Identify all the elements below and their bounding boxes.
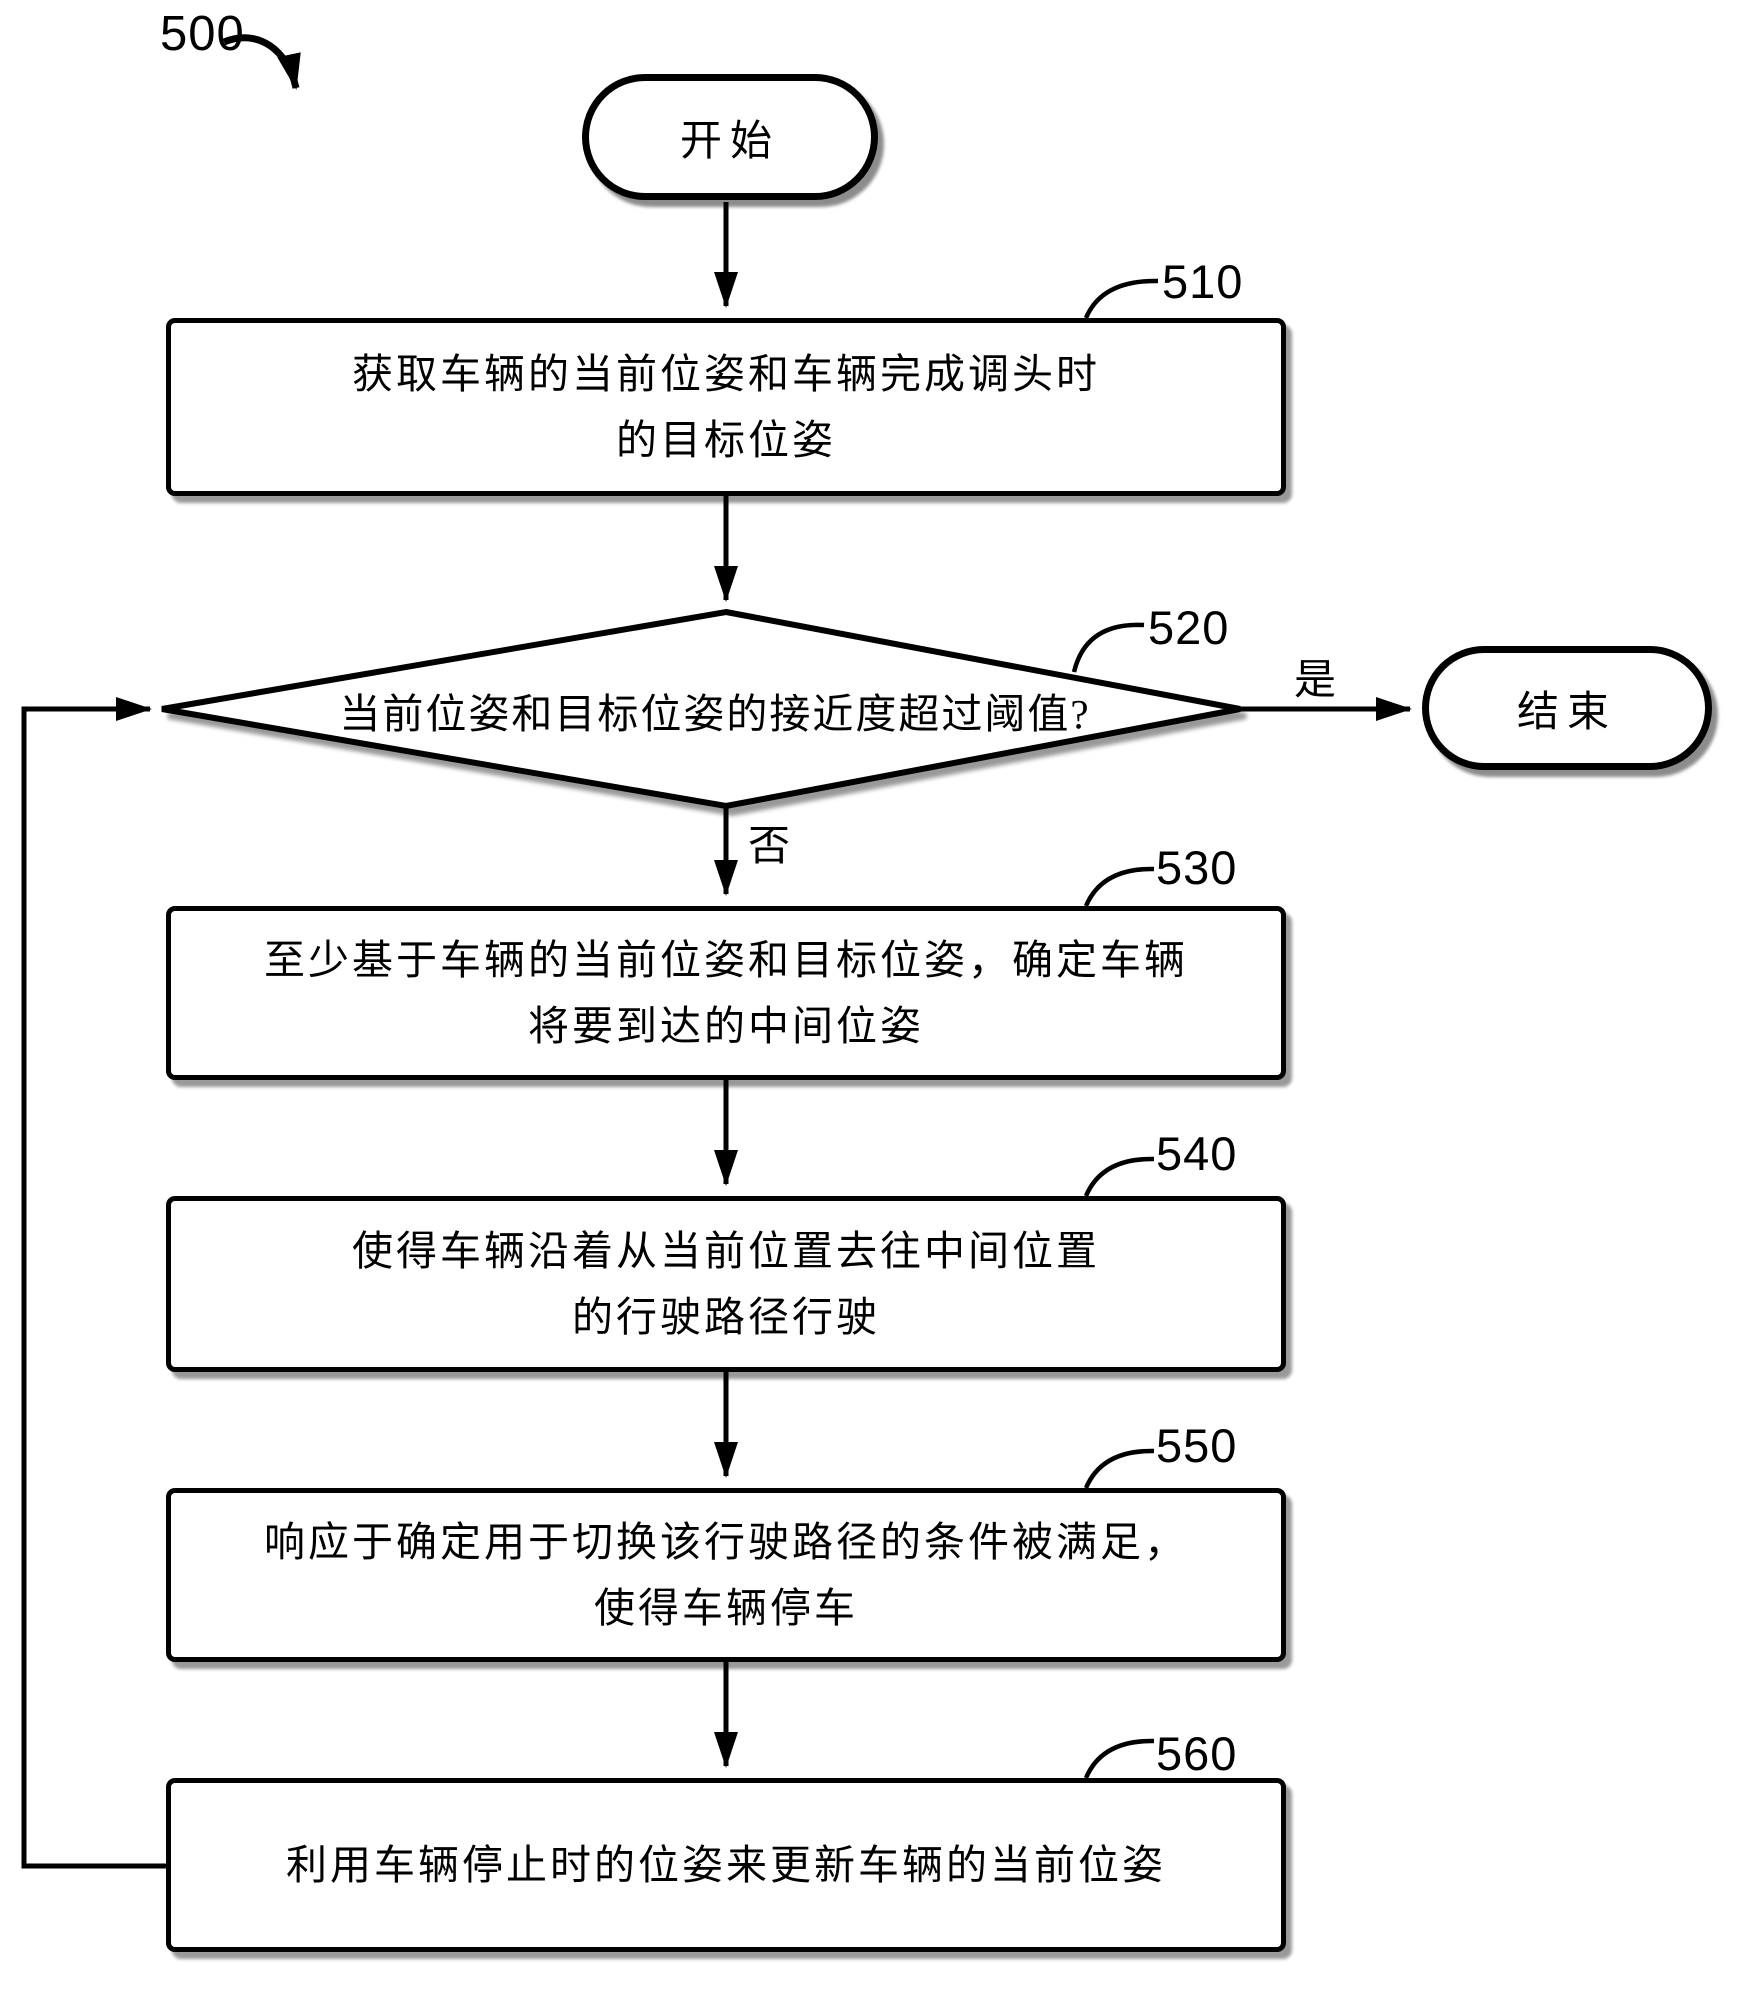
ref-label-510: 510	[1162, 255, 1244, 308]
no-branch-label: 否	[748, 824, 791, 870]
process-box-540: 使得车辆沿着从当前位置去往中间位置 的行驶路径行驶	[166, 1196, 1286, 1372]
leader-540	[1083, 1156, 1155, 1197]
yes-branch-label: 是	[1294, 658, 1337, 704]
leader-510	[1083, 278, 1159, 319]
end-terminal-label: 结束	[1516, 689, 1617, 736]
process-540-line1: 使得车辆沿着从当前位置去往中间位置	[352, 1228, 1100, 1274]
ref-label-530: 530	[1156, 841, 1238, 894]
leader-560	[1083, 1738, 1155, 1779]
figure-label-arrow	[222, 34, 301, 90]
process-540-line2: 的行驶路径行驶	[572, 1294, 880, 1340]
process-530-line1: 至少基于车辆的当前位姿和目标位姿，确定车辆	[264, 937, 1188, 983]
process-510-line1: 获取车辆的当前位姿和车辆完成调头时	[352, 351, 1100, 397]
start-terminal-label: 开始	[679, 118, 780, 165]
process-560-line1: 利用车辆停止时的位姿来更新车辆的当前位姿	[286, 1842, 1166, 1888]
start-terminal: 开始	[582, 74, 878, 200]
leader-550	[1083, 1448, 1155, 1489]
decision-520-text: 当前位姿和目标位姿的接近度超过阈值?	[339, 691, 1091, 737]
process-box-510: 获取车辆的当前位姿和车辆完成调头时 的目标位姿	[166, 318, 1286, 496]
process-550-line2: 使得车辆停车	[594, 1585, 858, 1631]
ref-label-550: 550	[1156, 1419, 1238, 1472]
ref-label-540: 540	[1156, 1127, 1238, 1180]
process-510-line2: 的目标位姿	[616, 417, 836, 463]
figure-number-label: 500	[160, 7, 245, 61]
leader-530	[1083, 866, 1155, 907]
process-box-560: 利用车辆停止时的位姿来更新车辆的当前位姿	[166, 1778, 1286, 1952]
ref-label-560: 560	[1156, 1727, 1238, 1780]
decision-diamond-520	[161, 608, 1241, 810]
end-terminal: 结束	[1422, 646, 1712, 770]
leader-520	[1071, 622, 1145, 673]
arrow-560-loop-to-520	[21, 697, 166, 1869]
process-box-530: 至少基于车辆的当前位姿和目标位姿，确定车辆 将要到达的中间位姿	[166, 906, 1286, 1080]
ref-label-520: 520	[1148, 601, 1230, 654]
process-box-550: 响应于确定用于切换该行驶路径的条件被满足， 使得车辆停车	[166, 1488, 1286, 1662]
process-530-line2: 将要到达的中间位姿	[528, 1003, 924, 1049]
process-550-line1: 响应于确定用于切换该行驶路径的条件被满足，	[264, 1519, 1188, 1565]
